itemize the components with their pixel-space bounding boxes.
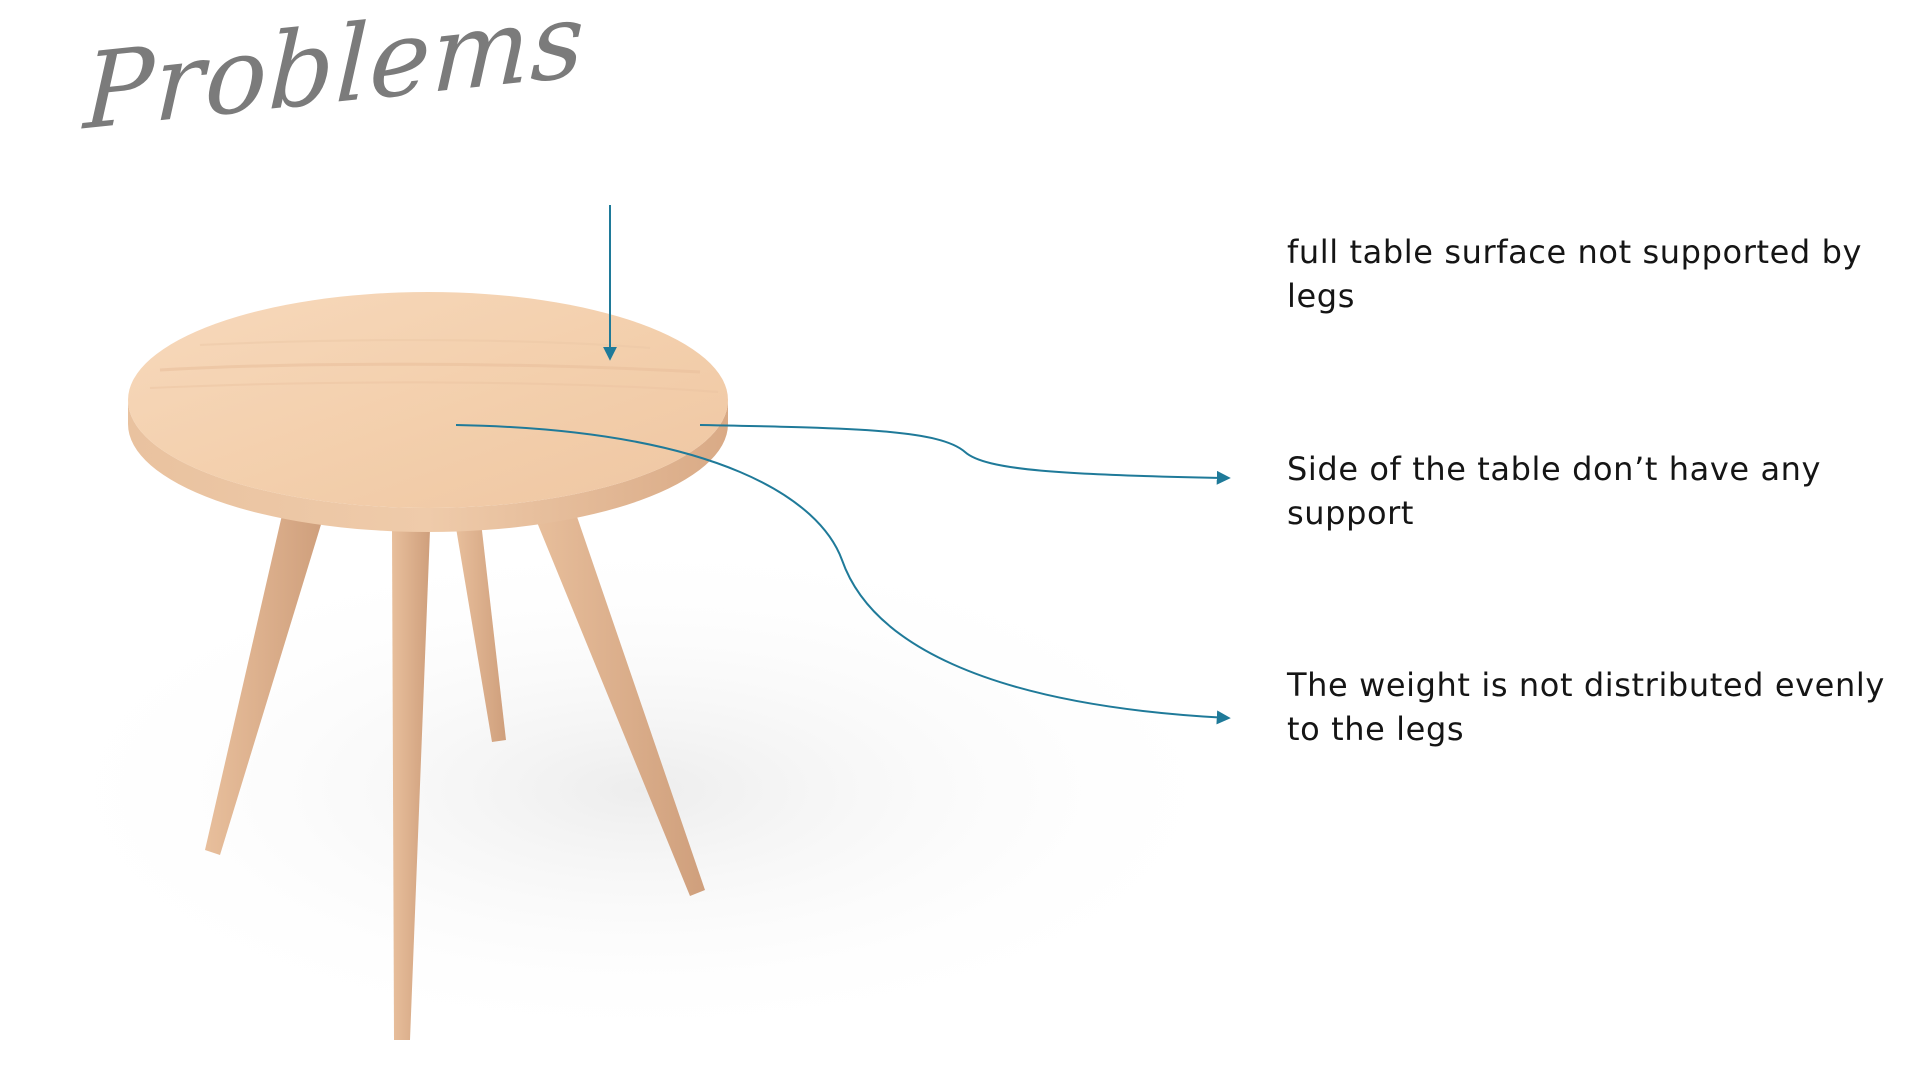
arrow-right-icon <box>455 424 1231 725</box>
floor-shadow <box>20 530 1260 1050</box>
table-top-surface <box>128 292 728 508</box>
table-leg-left <box>205 515 323 855</box>
table-leg-back-left <box>455 522 506 742</box>
problem-text-3: The weight is not distributed evenly to … <box>1287 666 1885 748</box>
table-leg-front <box>392 530 430 1040</box>
table-leg-right <box>532 508 705 896</box>
table-top-edge <box>128 400 728 532</box>
problem-text-1: full table surface not supported by legs <box>1287 233 1863 315</box>
problem-text-2: Side of the table don’t have any support <box>1287 450 1822 532</box>
arrow-right-icon <box>699 424 1231 485</box>
